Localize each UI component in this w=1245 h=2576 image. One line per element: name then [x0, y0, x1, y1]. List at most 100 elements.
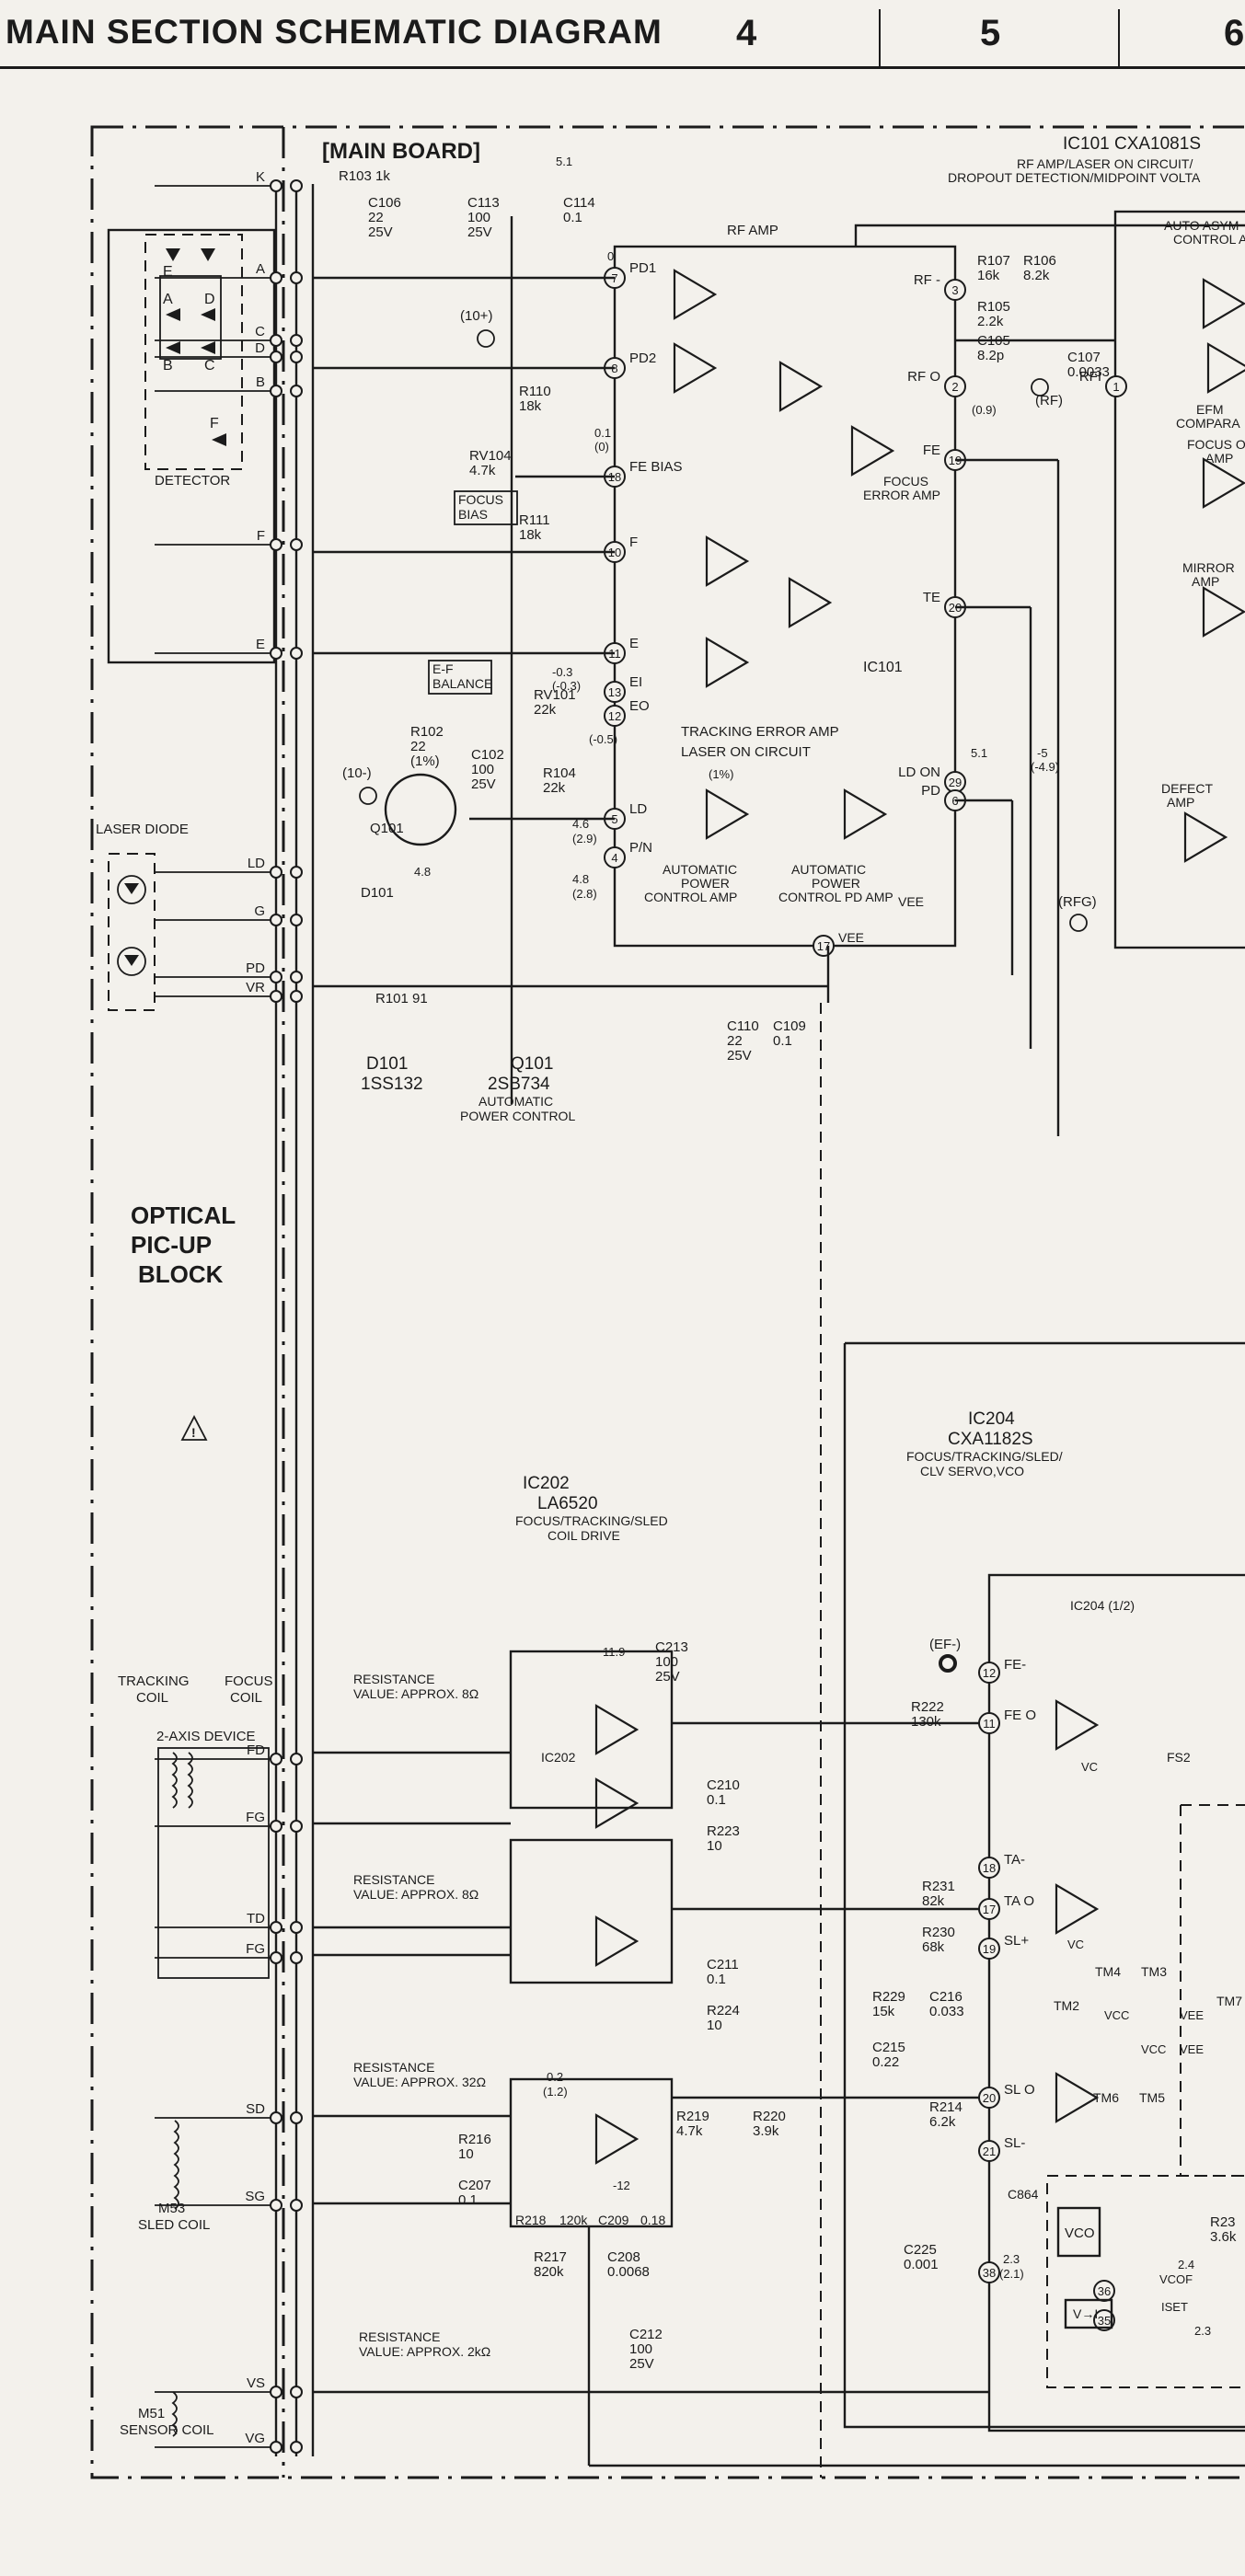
- voltage-annotation: (-0.5): [589, 732, 617, 746]
- connector-terminal: [270, 866, 282, 879]
- apc-pd-label-2: POWER: [812, 876, 860, 891]
- component-label: R102: [410, 724, 444, 740]
- voltage-annotation: (-4.9): [1031, 760, 1059, 774]
- connector-terminal: [270, 2441, 282, 2454]
- connector-terminal: [270, 334, 282, 347]
- ic204-pin-circle: [978, 2087, 1000, 2109]
- opamp-symbol: [1183, 811, 1228, 863]
- opamp-symbol: [1055, 2072, 1100, 2123]
- connector-terminal: [270, 990, 282, 1003]
- connector-terminal: [270, 385, 282, 397]
- opamp-symbol: [705, 535, 750, 587]
- component-label: 0.18: [640, 2213, 665, 2227]
- adjustment-label: BALANCE: [432, 676, 492, 691]
- connector-terminal: [290, 271, 303, 284]
- component-label: 25V: [467, 224, 492, 240]
- vco-block: [1056, 2206, 1101, 2258]
- voltage-annotation: (0): [594, 440, 609, 454]
- optical-block-label-1: OPTICAL: [131, 1202, 236, 1229]
- component-label: 22: [368, 210, 384, 225]
- component-label: 25V: [727, 1048, 752, 1064]
- component-label: 0.1: [773, 1033, 792, 1049]
- ic101-pin-name: RF -: [914, 272, 940, 288]
- ic204-pin-name: FE-: [1004, 1657, 1026, 1673]
- component-label: 0.1: [707, 1792, 726, 1808]
- component-label: 0.0068: [607, 2264, 650, 2280]
- ic101-pin-circle: [944, 279, 966, 301]
- connector-terminal: [290, 1753, 303, 1765]
- ic101-outer-block: [854, 224, 1245, 247]
- ic101-block: [613, 245, 957, 948]
- voltage-annotation: 11.9: [603, 1645, 625, 1659]
- supply-label: VC: [1067, 1938, 1084, 1951]
- component-label: 2.2k: [977, 314, 1004, 329]
- resistance-value: VALUE: APPROX. 8Ω: [353, 1887, 478, 1902]
- ic204-pin-number: 20: [983, 2091, 996, 2105]
- rf-amp-label: RF AMP: [727, 223, 778, 238]
- component-label: C212: [629, 2327, 663, 2342]
- detector-letter-a: A: [163, 292, 173, 307]
- component-label: C102: [471, 747, 504, 763]
- opamp-symbol: [594, 1704, 640, 1755]
- resistance-value: VALUE: APPROX. 8Ω: [353, 1686, 478, 1701]
- connector-terminal: [270, 1820, 282, 1833]
- ic101-label: IC101: [863, 660, 903, 675]
- component-label: 0.0033: [1067, 364, 1110, 380]
- apc-amp-label-2: POWER: [681, 876, 730, 891]
- connector-terminal: [270, 2111, 282, 2124]
- connector-td-label: TD: [247, 1911, 265, 1926]
- q101-part-label-1: Q101: [511, 1054, 553, 1074]
- component-label: 100: [467, 210, 490, 225]
- connector-terminal: [290, 1820, 303, 1833]
- component-label: 10: [458, 2146, 474, 2162]
- ic202-tracking-stage: [509, 1838, 674, 1984]
- ic101-pin-circle: [604, 846, 626, 868]
- component-label: C216: [929, 1989, 963, 2005]
- test-point-label: (10-): [342, 765, 372, 781]
- detector-letter-f: F: [210, 416, 219, 431]
- efm-label-2: COMPARA: [1176, 416, 1240, 431]
- component-label: 82k: [922, 1893, 945, 1909]
- q101-part-label-4: POWER CONTROL: [460, 1109, 575, 1123]
- voltage-annotation: -12: [613, 2179, 630, 2192]
- focus-coil-icon: [187, 1752, 193, 1809]
- ic204-pin-number: 12: [983, 1666, 996, 1680]
- test-point-label: (EF-): [929, 1637, 961, 1652]
- component-label: C106: [368, 195, 401, 211]
- connector-vs-label: VS: [247, 2375, 265, 2391]
- component-label: R214: [929, 2099, 963, 2115]
- ic101-pin-circle: [1105, 375, 1127, 397]
- opamp-symbol: [705, 637, 750, 688]
- ic101-right-section: [1113, 210, 1245, 949]
- component-label: 100: [655, 1654, 678, 1670]
- component-label: C107: [1067, 350, 1101, 365]
- sled-coil-icon: [173, 2120, 179, 2210]
- column-number-4: 4: [736, 13, 757, 53]
- connector-terminal: [290, 971, 303, 983]
- detector-letter-d: D: [204, 292, 215, 307]
- d101-part-label-1: D101: [366, 1054, 408, 1074]
- ic204-pin-circle: [978, 2261, 1000, 2283]
- v-to-i-block: [1064, 2298, 1113, 2329]
- servo-dashed-block: [1180, 1805, 1245, 2177]
- connector-terminal: [270, 1753, 282, 1765]
- component-label: R105: [977, 299, 1010, 315]
- q101-part-label-2: 2SB734: [488, 1075, 550, 1094]
- connector-terminal: [270, 271, 282, 284]
- connector-terminal: [290, 1921, 303, 1934]
- connector-k-label: K: [256, 169, 265, 185]
- ic101-pin-number: 4: [611, 851, 617, 865]
- sled-coil-label-1: M53: [158, 2201, 185, 2216]
- resistance-value: VALUE: APPROX. 32Ω: [353, 2075, 486, 2089]
- component-label: 25V: [368, 224, 393, 240]
- voltage-annotation: 0.1: [594, 426, 611, 440]
- component-label: C109: [773, 1018, 806, 1034]
- detector-box: [107, 228, 276, 664]
- ic101-title: IC101 CXA1081S: [1063, 134, 1201, 154]
- focus-coil-label-1: FOCUS: [225, 1673, 273, 1689]
- opamp-symbol: [705, 788, 750, 840]
- opamp-symbol: [1055, 1883, 1100, 1935]
- component-label: 22: [727, 1033, 743, 1049]
- component-label: RV101: [534, 687, 576, 703]
